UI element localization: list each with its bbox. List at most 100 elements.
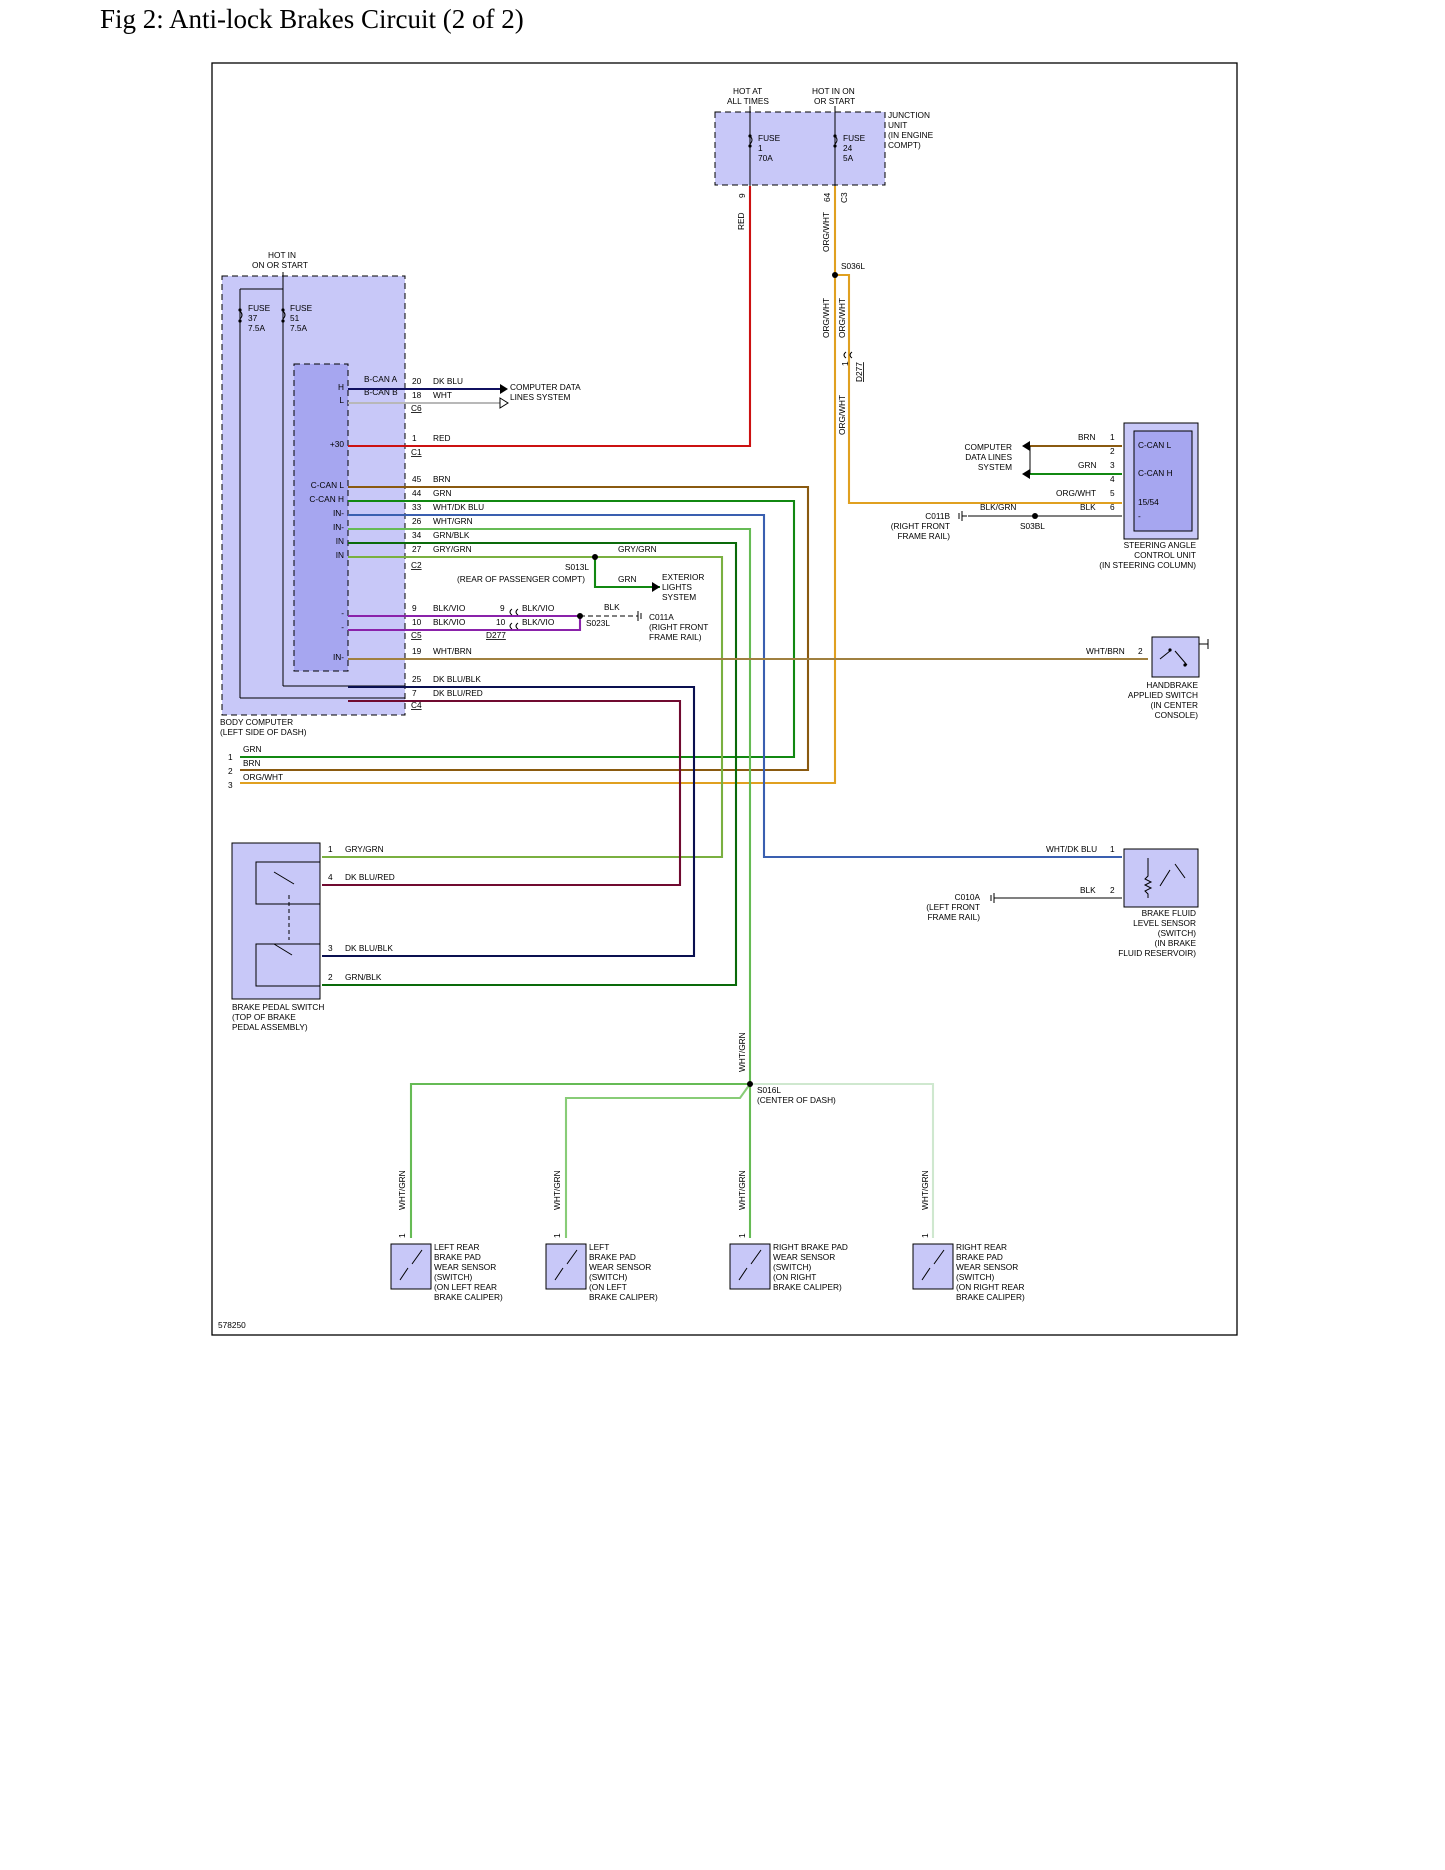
svg-text:ORG/WHT: ORG/WHT [837, 298, 847, 338]
svg-text:FRAME RAIL): FRAME RAIL) [649, 632, 702, 642]
svg-text:BLK/VIO: BLK/VIO [522, 603, 555, 613]
svg-text:FRAME RAIL): FRAME RAIL) [927, 912, 980, 922]
svg-text:RED: RED [433, 433, 451, 443]
wire-org-wht-trunk [240, 186, 837, 785]
svg-text:WHT/GRN: WHT/GRN [737, 1170, 747, 1210]
svg-text:(LEFT SIDE OF DASH): (LEFT SIDE OF DASH) [220, 727, 307, 737]
svg-text:WHT/DK BLU: WHT/DK BLU [1046, 844, 1097, 854]
wire-s016l-left [564, 1083, 751, 1238]
svg-text:WHT/GRN: WHT/GRN [433, 516, 473, 526]
wht-grn-trunk-label: WHT/GRN [737, 1032, 747, 1072]
svg-text:(CENTER OF DASH): (CENTER OF DASH) [757, 1095, 836, 1105]
svg-text:DK BLU: DK BLU [433, 376, 463, 386]
svg-text:-: - [341, 622, 344, 632]
wire-red-battery [348, 186, 752, 448]
fuse-51-icon [281, 308, 286, 323]
svg-text:51: 51 [290, 313, 300, 323]
splice-s016l-icon [747, 1081, 753, 1087]
svg-text:2: 2 [1110, 885, 1115, 895]
svg-text:DK BLU/RED: DK BLU/RED [433, 688, 483, 698]
svg-text:BRAKE CALIPER): BRAKE CALIPER) [956, 1292, 1025, 1302]
svg-text:(SWITCH): (SWITCH) [589, 1272, 627, 1282]
svg-text:BRAKE PAD: BRAKE PAD [956, 1252, 1003, 1262]
grounds: C011A (RIGHT FRONT FRAME RAIL) C011B (RI… [637, 511, 995, 922]
svg-text:BRAKE CALIPER): BRAKE CALIPER) [773, 1282, 842, 1292]
svg-text:LINES SYSTEM: LINES SYSTEM [510, 392, 570, 402]
svg-text:5: 5 [1110, 488, 1115, 498]
svg-text:1: 1 [228, 752, 233, 762]
svg-text:FLUID RESERVOIR): FLUID RESERVOIR) [1118, 948, 1196, 958]
svg-text:C4: C4 [411, 700, 422, 710]
computer-data-lines-arrow-icon: COMPUTER DATA LINES SYSTEM [499, 382, 581, 409]
svg-text:SYSTEM: SYSTEM [662, 592, 696, 602]
svg-text:24: 24 [843, 143, 853, 153]
svg-text:-: - [341, 608, 344, 618]
body-computer: HOT IN ON OR START FUSE 37 7.5A FUSE 51 … [220, 250, 422, 737]
svg-text:BLK/VIO: BLK/VIO [522, 617, 555, 627]
svg-text:S023L: S023L [586, 618, 610, 628]
wire-gry-grn-splice [593, 557, 660, 589]
figure-id: 578250 [218, 1320, 246, 1330]
svg-text:2: 2 [228, 766, 233, 776]
svg-text:S016L: S016L [757, 1085, 781, 1095]
wire-grn-blk [322, 541, 738, 987]
svg-text:D277: D277 [854, 362, 864, 382]
ground-c011b-icon [958, 511, 963, 521]
svg-text:9: 9 [737, 193, 747, 198]
svg-text:B-CAN A: B-CAN A [364, 374, 398, 384]
svg-text:C-CAN L: C-CAN L [1138, 440, 1172, 450]
svg-text:HANDBRAKE: HANDBRAKE [1146, 680, 1198, 690]
splices: S036L D277 1 S013L (REAR OF PASSENGER CO… [457, 261, 1045, 1105]
svg-text:1: 1 [920, 1233, 930, 1238]
svg-text:(IN STEERING COLUMN): (IN STEERING COLUMN) [1099, 560, 1196, 570]
svg-text:IN-: IN- [333, 522, 344, 532]
svg-text:BRAKE CALIPER): BRAKE CALIPER) [434, 1292, 503, 1302]
svg-text:1: 1 [840, 361, 850, 366]
svg-text:7: 7 [412, 688, 417, 698]
svg-text:9: 9 [500, 603, 505, 613]
svg-text:SYSTEM: SYSTEM [978, 462, 1012, 472]
svg-text:ORG/WHT: ORG/WHT [821, 298, 831, 338]
svg-text:WHT: WHT [433, 390, 452, 400]
wire-wht-grn-trunk [348, 527, 752, 1084]
svg-text:EXTERIOR: EXTERIOR [662, 572, 704, 582]
brake-fluid-level-sensor: WHT/DK BLU 1 BLK 2 BRAKE FLUID LEVEL SEN… [1046, 844, 1199, 958]
svg-text:BODY COMPUTER: BODY COMPUTER [220, 717, 293, 727]
svg-text:(IN ENGINE: (IN ENGINE [888, 130, 934, 140]
svg-text:ON OR START: ON OR START [252, 260, 308, 270]
pad-sensor-left: WHT/GRN 1 LEFT BRAKE PAD WEAR SENSOR (SW… [545, 1170, 658, 1302]
svg-text:UNIT: UNIT [888, 120, 907, 130]
svg-text:7.5A: 7.5A [248, 323, 266, 333]
svg-text:ORG/WHT: ORG/WHT [1056, 488, 1096, 498]
svg-text:WHT/DK BLU: WHT/DK BLU [433, 502, 484, 512]
svg-text:34: 34 [412, 530, 422, 540]
svg-text:WEAR SENSOR: WEAR SENSOR [773, 1252, 835, 1262]
svg-text:GRY/GRN: GRY/GRN [618, 544, 657, 554]
fuse-1-icon [748, 134, 753, 148]
svg-text:WHT/GRN: WHT/GRN [397, 1170, 407, 1210]
svg-text:LEFT REAR: LEFT REAR [434, 1242, 480, 1252]
svg-text:WEAR SENSOR: WEAR SENSOR [956, 1262, 1018, 1272]
handbrake-applied-switch: WHT/BRN 2 HANDBRAKE APPLIED SWITCH (IN C… [1086, 636, 1209, 720]
svg-text:1: 1 [1110, 844, 1115, 854]
svg-text:APPLIED SWITCH: APPLIED SWITCH [1128, 690, 1198, 700]
svg-text:BRAKE FLUID: BRAKE FLUID [1142, 908, 1196, 918]
svg-text:RED: RED [736, 212, 746, 230]
svg-text:18: 18 [412, 390, 422, 400]
svg-text:33: 33 [412, 502, 422, 512]
svg-text:9: 9 [412, 603, 417, 613]
svg-text:BRAKE CALIPER): BRAKE CALIPER) [589, 1292, 658, 1302]
svg-text:S013L: S013L [565, 562, 589, 572]
svg-text:BLK: BLK [1080, 502, 1096, 512]
svg-text:1: 1 [412, 433, 417, 443]
svg-text:HOT IN ON: HOT IN ON [812, 86, 855, 96]
svg-text:2: 2 [1138, 646, 1143, 656]
svg-text:3: 3 [328, 943, 333, 953]
wire-brn-bus [240, 485, 810, 772]
pad-sensor-left-rear: WHT/GRN 1 LEFT REAR BRAKE PAD WEAR SENSO… [390, 1170, 503, 1302]
wire-wht-dk-blu [348, 513, 1122, 859]
svg-text:D277: D277 [486, 630, 506, 640]
junction-unit: HOT AT ALL TIMES HOT IN ON OR START JUNC… [714, 86, 934, 203]
